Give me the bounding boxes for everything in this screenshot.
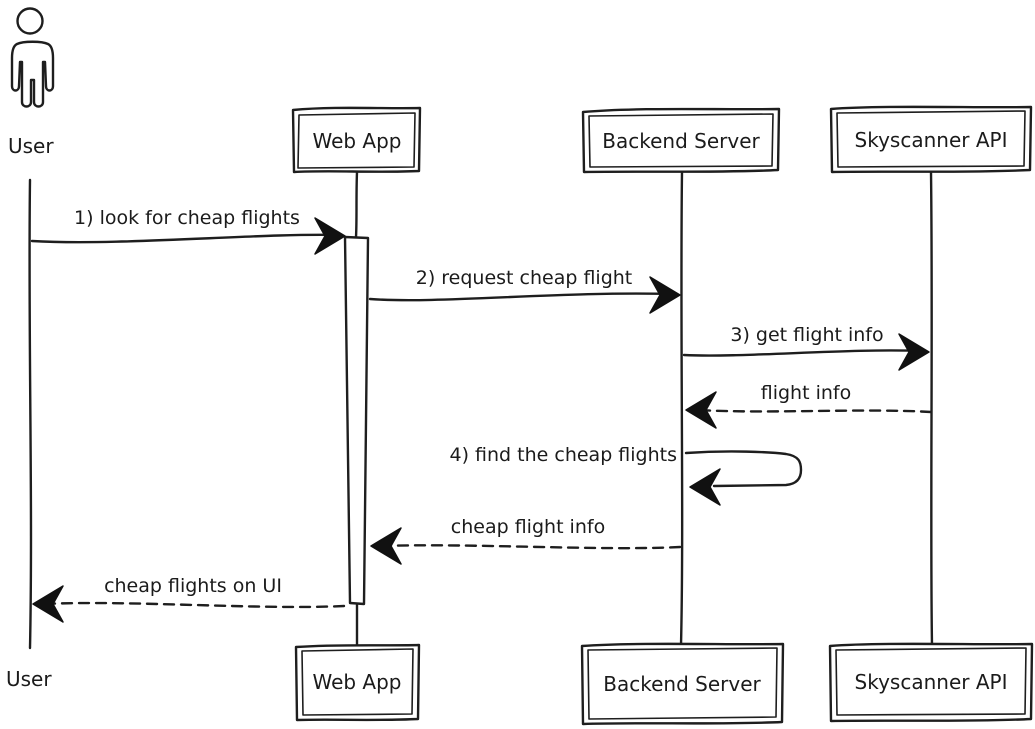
- person-icon-head: [16, 7, 44, 35]
- box-border: [829, 105, 1033, 174]
- participant-label-user-bottom: User: [6, 667, 52, 691]
- person-icon-body: [10, 40, 55, 108]
- message-label: cheap flight info: [451, 516, 605, 538]
- lifeline-backend: [679, 170, 684, 647]
- box-border: [291, 106, 422, 174]
- message-line: [368, 292, 674, 302]
- message-line: [682, 349, 924, 357]
- participant-box-backend-top: Backend Server: [581, 107, 781, 174]
- participant-label-webapp-bottom: Web App: [312, 670, 401, 694]
- arrowhead-right-icon: [314, 217, 346, 255]
- box-border: [580, 642, 785, 726]
- participant-box-skyscanner-top: Skyscanner API: [829, 105, 1033, 174]
- message-line-dashed: [42, 601, 346, 609]
- message-label: flight info: [761, 382, 851, 404]
- box-border-inner: [587, 647, 778, 720]
- box-border-inner: [836, 110, 1026, 168]
- box-border-inner: [301, 648, 414, 716]
- participant-box-webapp-top: Web App: [291, 106, 422, 174]
- box-border: [581, 107, 781, 174]
- activation-bar-webapp: [343, 235, 370, 606]
- arrowhead-left-icon: [685, 391, 717, 429]
- lifeline-skyscanner: [929, 170, 934, 647]
- box-border-inner: [588, 113, 774, 168]
- arrowhead-right-icon: [898, 333, 930, 371]
- message-line-dashed: [696, 408, 933, 414]
- participant-box-backend-bottom: Backend Server: [580, 642, 785, 726]
- message-line: [30, 233, 340, 244]
- self-message-loop: [684, 450, 803, 488]
- message-4-flight-info: flight info: [685, 382, 933, 429]
- arrowhead-right-icon: [649, 276, 681, 314]
- lifeline-webapp-upper: [354, 170, 359, 239]
- box-border-inner: [297, 112, 416, 169]
- participant-label-user-top: User: [8, 134, 54, 158]
- participant-label-webapp-top: Web App: [312, 129, 401, 153]
- message-3-get-flight-info: 3) get flight info: [682, 324, 930, 371]
- message-5-find-cheap-flights-self: 4) find the cheap flights: [450, 444, 803, 506]
- box-border: [294, 643, 421, 722]
- message-label: cheap flights on UI: [104, 575, 282, 597]
- participant-box-webapp-bottom: Web App: [294, 643, 421, 722]
- message-line-dashed: [380, 544, 682, 550]
- arrowhead-left-icon: [32, 585, 64, 623]
- participant-label-skyscanner-top: Skyscanner API: [855, 128, 1008, 152]
- message-2-request-cheap-flight: 2) request cheap flight: [368, 267, 681, 314]
- message-label: 1) look for cheap flights: [74, 207, 300, 229]
- actor-user: User: [8, 7, 55, 158]
- message-7-cheap-flights-on-ui: cheap flights on UI: [32, 575, 346, 623]
- message-1-look-for-cheap-flights: 1) look for cheap flights: [30, 207, 346, 255]
- message-label: 2) request cheap flight: [416, 267, 633, 289]
- message-6-cheap-flight-info: cheap flight info: [370, 516, 682, 565]
- box-border-inner: [835, 647, 1027, 716]
- participant-label-backend-top: Backend Server: [602, 129, 760, 153]
- box-border: [828, 642, 1034, 723]
- lifeline-user: [28, 178, 33, 650]
- arrowhead-left-icon: [689, 468, 721, 506]
- participant-box-skyscanner-bottom: Skyscanner API: [828, 642, 1034, 723]
- participant-label-skyscanner-bottom: Skyscanner API: [855, 670, 1008, 694]
- message-label: 4) find the cheap flights: [450, 444, 678, 466]
- arrowhead-left-icon: [370, 527, 402, 565]
- message-label: 3) get flight info: [730, 324, 883, 346]
- participant-label-backend-bottom: Backend Server: [603, 672, 761, 696]
